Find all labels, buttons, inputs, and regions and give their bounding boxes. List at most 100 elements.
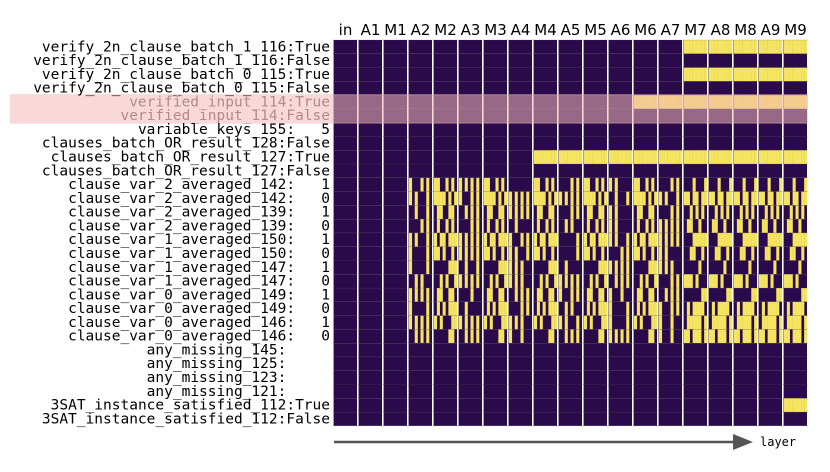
cell-segment (726, 191, 730, 206)
heatmap-cell-m6-row-23 (634, 356, 657, 371)
cell-segment (564, 315, 568, 330)
cell-background (759, 53, 782, 68)
cell-segment (786, 315, 790, 330)
cell-segment (642, 191, 646, 206)
cell-segment (692, 246, 696, 261)
cell-segment (695, 232, 699, 247)
cell-segment (576, 315, 580, 330)
cell-segment (786, 150, 790, 165)
cell-segment (664, 150, 668, 165)
cell-segment (629, 150, 633, 165)
heatmap-cell-m8-row-7 (734, 136, 757, 151)
cell-segment (686, 274, 690, 289)
cell-background (334, 67, 357, 82)
cell-background (709, 81, 732, 96)
cell-segment (614, 329, 618, 344)
heatmap-cell-a6-row-0 (609, 40, 632, 54)
cell-background (684, 398, 707, 413)
cell-background (684, 122, 707, 137)
cell-segment (454, 191, 458, 206)
heatmap-cell-a3-row-2 (459, 67, 482, 82)
cell-segment (551, 315, 555, 330)
cell-segment (514, 205, 518, 220)
cell-segment (520, 191, 524, 206)
cell-segment (614, 191, 618, 206)
cell-segment (589, 315, 593, 330)
cell-segment (536, 150, 540, 165)
heatmap-cell-m7-row-10 (684, 177, 708, 192)
cell-segment (748, 260, 752, 275)
cell-segment (786, 40, 790, 54)
cell-segment (645, 219, 649, 233)
cell-segment (695, 191, 699, 206)
cell-segment (464, 315, 468, 330)
heatmap-cell-m7-row-0 (684, 40, 708, 54)
heatmap-cell-a8-row-22 (709, 343, 732, 357)
heatmap-cell-m4-row-0 (534, 40, 557, 54)
heatmap-cell-m5-row-12 (584, 205, 607, 220)
cell-segment (776, 40, 780, 54)
heatmap-cell-a5-row-24 (559, 370, 582, 385)
cell-segment (761, 219, 765, 233)
cell-segment (734, 40, 738, 54)
heatmap-cell-a7-row-2 (659, 67, 682, 82)
cell-background (409, 370, 432, 385)
heatmap-cell-a7-row-10 (659, 177, 682, 192)
heatmap-cell-a7-row-0 (659, 40, 682, 54)
heatmap-cell-a6-row-6 (609, 122, 632, 137)
column-label-m9: M9 (784, 21, 807, 39)
heatmap-cell-a8-row-24 (709, 370, 732, 385)
cell-segment (695, 67, 699, 82)
cell-background (509, 136, 532, 151)
cell-background (684, 260, 707, 275)
cell-segment (754, 232, 758, 247)
heatmap-cell-m9-row-15 (784, 246, 807, 261)
heatmap-cell-m9-row-12 (784, 205, 807, 220)
heatmap-cell-m3-row-14 (484, 232, 508, 247)
cell-segment (526, 246, 530, 261)
cell-segment (773, 67, 777, 82)
heatmap-cell-a4-row-20 (509, 315, 532, 330)
cell-background (459, 412, 482, 426)
cell-background (334, 81, 357, 96)
cell-segment (501, 219, 505, 233)
cell-segment (570, 329, 574, 344)
cell-segment (592, 232, 596, 247)
heatmap-cell-m3-row-8 (484, 150, 507, 165)
cell-segment (701, 150, 705, 165)
cell-segment (734, 274, 738, 289)
cell-segment (559, 315, 563, 330)
cell-segment (723, 329, 727, 344)
cell-segment (409, 246, 413, 261)
cell-segment (434, 191, 438, 206)
cell-segment (448, 329, 452, 344)
cell-segment (559, 191, 563, 206)
cell-segment (714, 274, 718, 289)
cell-segment (764, 150, 768, 165)
cell-segment (484, 191, 488, 206)
cell-background (734, 370, 757, 385)
column-label-a4: A4 (511, 21, 531, 39)
heatmap-cell-m9-row-27 (784, 412, 807, 426)
row-label-10: clause_var_2_averaged_142: 1 (68, 177, 330, 193)
heatmap-cell-m7-row-16 (684, 260, 707, 275)
cell-segment (548, 260, 552, 275)
heatmap-cell-m2-row-27 (434, 412, 457, 426)
heatmap-cell-m8-row-1 (734, 53, 757, 68)
heatmap-cell-m3-row-17 (484, 274, 508, 289)
cell-segment (651, 301, 655, 316)
cell-segment (454, 260, 458, 275)
cell-segment (773, 40, 777, 54)
heatmap-cell-m8-row-10 (734, 177, 758, 192)
cell-segment (729, 67, 733, 82)
cell-background (384, 67, 407, 82)
cell-segment (426, 232, 430, 247)
cell-background (609, 40, 632, 54)
cell-segment (561, 150, 565, 165)
cell-segment (509, 246, 513, 261)
heatmap-cell-a4-row-23 (509, 356, 532, 371)
cell-segment (586, 288, 590, 302)
cell-background (759, 81, 782, 96)
heatmap-cell-m6-row-22 (634, 343, 657, 357)
heatmap-cell-a4-row-22 (509, 343, 532, 357)
